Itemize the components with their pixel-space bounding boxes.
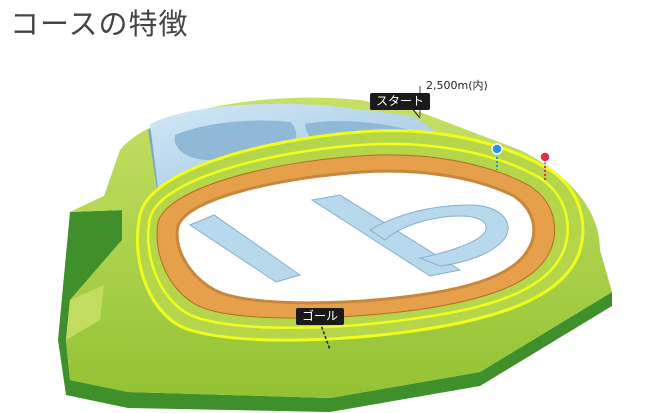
marker-blue-icon xyxy=(491,143,503,170)
inner-dirt xyxy=(188,194,509,283)
marker-red-icon xyxy=(539,151,551,182)
distance-label: 2,500m(内) xyxy=(426,79,488,92)
goal-label: ゴール xyxy=(296,308,345,325)
start-label: スタート xyxy=(370,93,431,110)
page-title: コースの特徴 xyxy=(10,7,189,41)
